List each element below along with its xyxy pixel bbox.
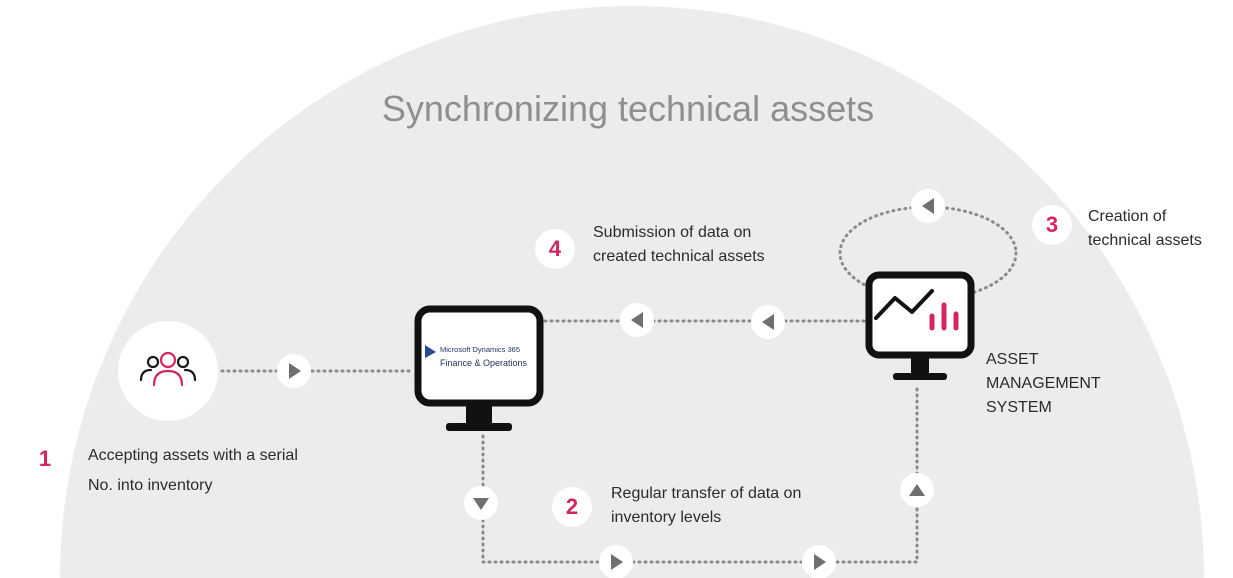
step-2-badge: 2 bbox=[552, 487, 592, 527]
play-left-icon bbox=[620, 303, 654, 337]
step-4-line2: created technical assets bbox=[593, 248, 765, 265]
play-left-icon bbox=[911, 189, 945, 223]
step-1-text: Accepting assets with a serial No. into … bbox=[88, 441, 298, 501]
play-left-icon bbox=[751, 305, 785, 339]
page-title: Synchronizing technical assets bbox=[381, 88, 875, 129]
erp-monitor-icon bbox=[414, 305, 544, 431]
step-4-line1: Submission of data on bbox=[593, 224, 752, 241]
step-4-badge: 4 bbox=[535, 229, 575, 269]
play-right-icon bbox=[277, 354, 311, 388]
play-down-icon bbox=[464, 486, 498, 520]
step-3-badge: 3 bbox=[1032, 205, 1072, 245]
step-1-line1: Accepting assets with a serial bbox=[88, 447, 298, 464]
step-3-text: Creation of technical assets bbox=[1088, 205, 1202, 253]
play-up-icon bbox=[900, 473, 934, 507]
analytics-monitor-icon bbox=[865, 271, 975, 380]
background-arc bbox=[60, 6, 1204, 578]
users-icon bbox=[118, 321, 218, 421]
play-right-icon bbox=[802, 545, 836, 578]
asset-management-system-label: ASSET MANAGEMENT SYSTEM bbox=[986, 348, 1101, 420]
system-label-line2: MANAGEMENT bbox=[986, 375, 1101, 392]
step-4-text: Submission of data on created technical … bbox=[593, 221, 765, 269]
system-label-line1: ASSET bbox=[986, 351, 1039, 368]
step-3-line1: Creation of bbox=[1088, 208, 1167, 225]
play-right-icon bbox=[599, 545, 633, 578]
step-2-text: Regular transfer of data on inventory le… bbox=[611, 482, 801, 530]
monitor-screen-line2: Finance & Operations bbox=[440, 358, 528, 368]
step-1-badge: 1 bbox=[25, 439, 65, 479]
system-label-line3: SYSTEM bbox=[986, 399, 1052, 416]
monitor-screen-line1: Microsoft Dynamics 365 bbox=[440, 345, 520, 354]
step-3-line2: technical assets bbox=[1088, 232, 1202, 249]
step-2-line1: Regular transfer of data on bbox=[611, 485, 802, 502]
step-1-line2: No. into inventory bbox=[88, 477, 213, 494]
arrow-markers bbox=[277, 189, 945, 578]
step-2-line2: inventory levels bbox=[611, 509, 722, 526]
